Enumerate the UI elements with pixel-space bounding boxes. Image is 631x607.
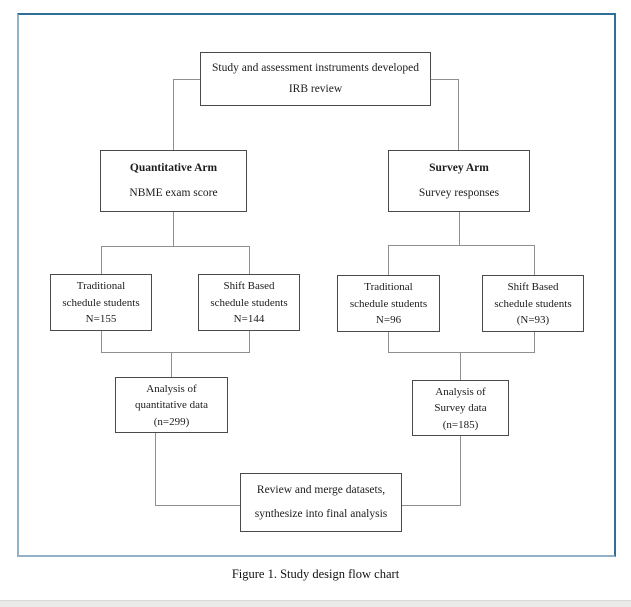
- node-text-line: Analysis of: [146, 382, 197, 395]
- connector-survey-merge: [388, 332, 535, 380]
- node-title: Survey Arm: [429, 162, 489, 175]
- node-text-line: Traditional: [364, 280, 413, 293]
- node-text-line: quantitative data: [135, 399, 208, 411]
- node-text-line: schedule students: [349, 297, 428, 310]
- figure-caption: Figure 1. Study design flow chart: [231, 567, 400, 581]
- connector-start-to-survey-arm: [430, 79, 459, 150]
- flow-node-review-merge: Review and merge datasets, synthesize in…: [240, 473, 402, 532]
- flow-node-quant-analysis: Analysis of quantitative data (n=299): [115, 377, 228, 433]
- flow-node-survey-arm: Survey Arm Survey responses: [388, 150, 530, 212]
- flow-node-quantitative-arm: Quantitative Arm NBME exam score: [100, 150, 247, 212]
- connector-quant-arm-split: [101, 212, 250, 274]
- flow-node-quant-traditional: Traditional schedule students N=155: [50, 274, 152, 331]
- page-bottom-strip: [0, 600, 631, 607]
- node-text-line: (n=185): [442, 418, 479, 431]
- node-text-line: Review and merge datasets,: [256, 484, 386, 497]
- flow-node-survey-traditional: Traditional schedule students N=96: [337, 275, 440, 332]
- flow-node-survey-analysis: Analysis of Survey data (n=185): [412, 380, 509, 436]
- node-text-line: Survey data: [434, 402, 487, 414]
- node-text-line: N=155: [85, 313, 117, 326]
- node-text-line: schedule students: [62, 296, 140, 309]
- connector-survey-arm-split: [388, 212, 535, 275]
- connector-quant-merge: [101, 331, 250, 377]
- flow-node-quant-shift-based: Shift Based schedule students N=144: [198, 274, 300, 331]
- node-text-line: schedule students: [494, 297, 572, 310]
- node-subtitle: NBME exam score: [129, 186, 218, 199]
- connector-quant-analysis-to-merge: [155, 433, 240, 506]
- node-text-line: schedule students: [210, 296, 288, 309]
- node-text-line: IRB review: [288, 83, 343, 96]
- flow-node-study-instruments: Study and assessment instruments develop…: [200, 52, 431, 106]
- flow-node-survey-shift-based: Shift Based schedule students (N=93): [482, 275, 584, 332]
- node-text-line: (N=93): [516, 314, 550, 327]
- node-text-line: Shift Based: [223, 279, 275, 292]
- node-text-line: N=144: [233, 313, 265, 326]
- connector-start-to-quant-arm: [173, 79, 201, 150]
- node-subtitle: Survey responses: [418, 186, 500, 199]
- node-text-line: Traditional: [76, 279, 126, 292]
- node-title: Quantitative Arm: [129, 162, 218, 175]
- node-text-line: Study and assessment instruments develop…: [212, 61, 419, 74]
- node-text-line: Shift Based: [507, 280, 559, 293]
- node-text-line: synthesize into final analysis: [254, 507, 388, 520]
- connector-survey-analysis-to-merge: [402, 436, 461, 506]
- node-text-line: N=96: [375, 314, 402, 327]
- node-text-line: Analysis of: [435, 385, 486, 398]
- node-text-line: (n=299): [153, 415, 190, 428]
